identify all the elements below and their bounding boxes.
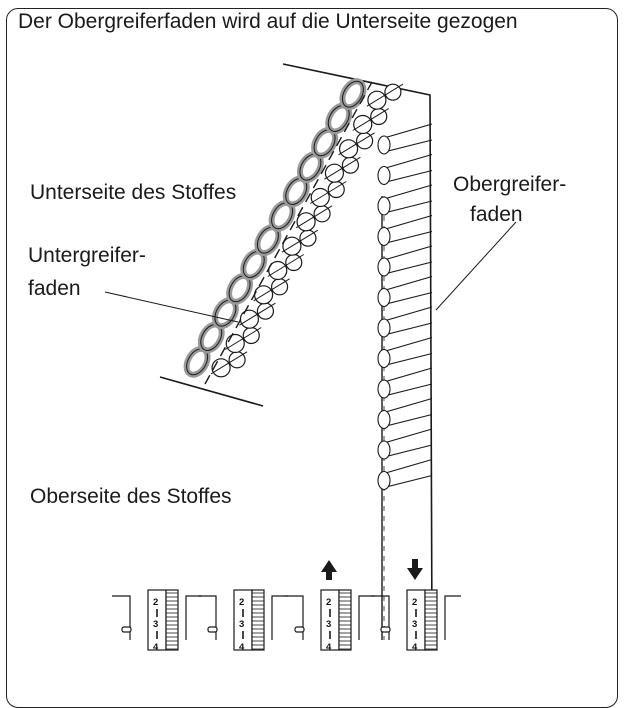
label-upper-looper-line1: Obergreifer- bbox=[453, 173, 567, 196]
dial-housing bbox=[285, 595, 304, 640]
dial-housing bbox=[371, 595, 390, 640]
dial-number: 4 bbox=[153, 642, 159, 653]
dial-housing bbox=[112, 595, 131, 640]
fabric-fold-edge bbox=[282, 63, 433, 641]
thread-tie bbox=[324, 156, 361, 180]
upper-looper-loop bbox=[377, 123, 433, 155]
arrow-down-icon bbox=[407, 559, 423, 580]
dial-indicator bbox=[121, 626, 132, 633]
label-lower-looper-line2: faden bbox=[28, 277, 81, 300]
tension-dial: 2 3 4 bbox=[198, 589, 288, 653]
leader-upper-looper bbox=[435, 221, 517, 311]
label-lower-looper-line1: Untergreifer- bbox=[28, 244, 146, 267]
lower-looper-loop-outline bbox=[341, 80, 364, 108]
upper-looper-loop bbox=[377, 458, 433, 491]
loop-end bbox=[377, 287, 391, 308]
thread-tie bbox=[239, 302, 276, 326]
loop-end bbox=[377, 257, 391, 277]
label-fabric-topside: Oberseite des Stoffes bbox=[30, 485, 232, 508]
upper-looper-loop bbox=[377, 397, 433, 430]
fabric-bottom-edge bbox=[159, 376, 264, 407]
thread-tie bbox=[352, 108, 390, 131]
thread-tie bbox=[366, 83, 404, 107]
upper-looper-loop bbox=[377, 153, 433, 186]
dial-number: 4 bbox=[326, 642, 332, 653]
arrow-up-icon bbox=[321, 560, 337, 580]
loop-end bbox=[377, 318, 391, 338]
dial-number: 2 bbox=[326, 597, 331, 608]
dial-housing bbox=[198, 595, 217, 640]
upper-looper-loop bbox=[377, 245, 433, 277]
leader-lower-looper bbox=[104, 291, 239, 323]
dial-number: 4 bbox=[239, 642, 245, 653]
loop-end bbox=[377, 409, 391, 430]
dial-indicator bbox=[380, 626, 391, 633]
label-fabric-underside: Unterseite des Stoffes bbox=[30, 181, 237, 204]
tension-dial: 2 3 4 bbox=[112, 589, 202, 653]
upper-looper-loop bbox=[377, 306, 433, 338]
lower-looper-stitch bbox=[296, 151, 361, 184]
thread-tie bbox=[338, 132, 375, 156]
dial-number: 4 bbox=[412, 642, 418, 653]
dial-housing bbox=[185, 595, 202, 640]
loop-end bbox=[377, 196, 391, 216]
dial-housing bbox=[358, 595, 375, 640]
serger-stitch-illustration: 2 3 4 2 3 4 2 3 4 2 3 4 bbox=[104, 63, 517, 653]
tension-dials: 2 3 4 2 3 4 2 3 4 2 3 4 bbox=[112, 559, 461, 653]
thread-tie bbox=[210, 351, 248, 375]
upper-looper-loop bbox=[377, 428, 433, 460]
thread-tie bbox=[281, 229, 319, 253]
label-upper-looper-line2: faden bbox=[470, 203, 523, 226]
loop-end bbox=[377, 135, 391, 155]
tension-dial: 2 3 4 bbox=[285, 560, 375, 653]
upper-looper-loop bbox=[377, 184, 433, 216]
loop-end bbox=[377, 440, 391, 460]
thread-tie bbox=[309, 181, 347, 204]
dial-housing bbox=[271, 595, 288, 640]
upper-looper-loops bbox=[377, 123, 433, 491]
tension-dial: 2 3 4 bbox=[371, 559, 461, 653]
thread-tie bbox=[295, 205, 333, 229]
dial-number: 3 bbox=[239, 619, 244, 630]
thread-tie bbox=[224, 327, 262, 350]
dial-number: 3 bbox=[326, 619, 331, 630]
dial-number: 2 bbox=[239, 597, 244, 608]
upper-looper-loop bbox=[377, 275, 433, 308]
lower-looper-stitch bbox=[339, 78, 404, 111]
lower-looper-stitch bbox=[211, 297, 276, 330]
dial-number: 2 bbox=[153, 597, 158, 608]
figure-title: Der Obergreiferfaden wird auf die Unters… bbox=[18, 10, 518, 33]
loop-end bbox=[377, 348, 391, 369]
upper-looper-loop bbox=[377, 336, 433, 369]
dial-number: 3 bbox=[153, 619, 158, 630]
dial-number: 3 bbox=[412, 619, 417, 630]
upper-looper-loop bbox=[377, 214, 433, 247]
needle-thread-underside bbox=[204, 81, 373, 385]
loop-end bbox=[377, 379, 391, 399]
upper-looper-loop bbox=[377, 367, 433, 399]
loop-end bbox=[377, 470, 391, 491]
dial-number: 2 bbox=[412, 597, 417, 608]
loop-end bbox=[377, 226, 391, 247]
dial-housing bbox=[444, 595, 461, 640]
lower-looper-chain bbox=[183, 78, 404, 385]
thread-tie bbox=[253, 278, 290, 302]
leader-lines bbox=[104, 221, 517, 323]
thread-tie bbox=[267, 254, 305, 277]
dial-indicator bbox=[294, 626, 305, 633]
loop-end bbox=[377, 165, 391, 186]
figure-frame bbox=[6, 8, 618, 708]
lower-looper-stitch bbox=[268, 199, 333, 232]
dial-indicator bbox=[207, 626, 218, 633]
